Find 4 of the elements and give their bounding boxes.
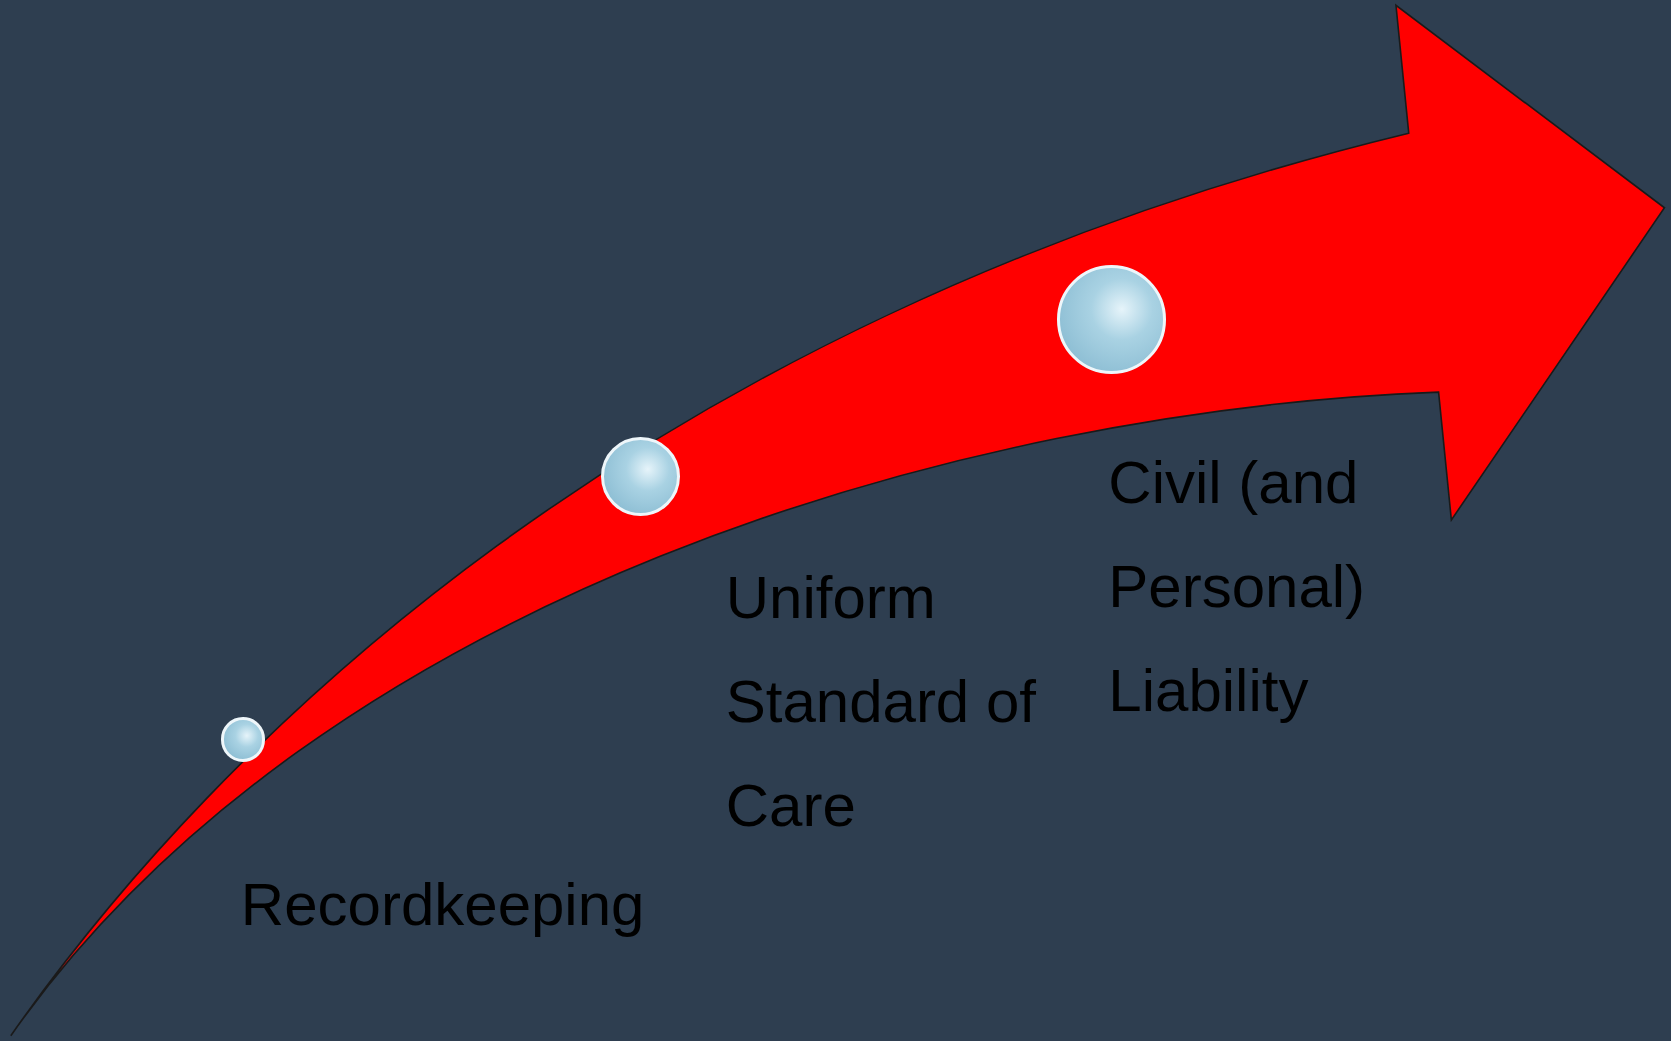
- milestone-label: Uniform Standard of Care: [725, 562, 1037, 841]
- bubble-marker: [220, 717, 266, 762]
- milestone-label: Recordkeeping: [240, 869, 646, 940]
- milestone-label: Civil (and Personal) Liability: [1108, 447, 1367, 726]
